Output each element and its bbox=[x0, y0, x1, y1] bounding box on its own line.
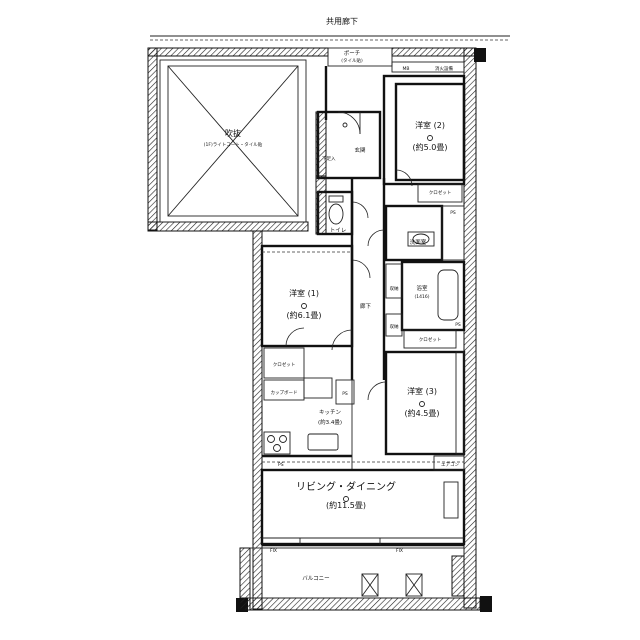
western-room-3: 洋室 (3) (約4.5畳) PS bbox=[335, 350, 466, 456]
atrium-label: 吹抜 bbox=[225, 128, 241, 138]
closet-hall-label: クロゼット bbox=[419, 336, 442, 343]
ps-label-3: PS bbox=[342, 391, 348, 397]
living-dining: リビング・ダイニング (約11.5畳) エアコン FIX FIX bbox=[260, 455, 466, 554]
outer-walls bbox=[147, 47, 492, 612]
kitchen-size: (約3.4畳) bbox=[318, 418, 342, 426]
western1-size: (約6.1畳) bbox=[287, 310, 322, 320]
corridor-label: 共用廊下 bbox=[326, 16, 358, 26]
closet1-label: クロゼット bbox=[273, 361, 296, 368]
western3-label: 洋室 (3) bbox=[407, 386, 437, 396]
porch-label: ポーチ bbox=[344, 50, 361, 57]
kitchen-area: カップボード キッチン (約3.4畳) PS bbox=[262, 377, 353, 470]
ps-label-4: PS bbox=[278, 462, 284, 468]
wash-bath: 洗面室 PS 浴室 (1416) PS bbox=[384, 204, 466, 332]
shoebox-label: 下足入 bbox=[322, 156, 336, 162]
ps-label-1: PS bbox=[450, 210, 456, 216]
entrance-label: 玄関 bbox=[354, 146, 366, 154]
kitchen-label: キッチン bbox=[319, 409, 342, 416]
cupboard-label: カップボード bbox=[271, 389, 298, 396]
washroom-label: 洗面室 bbox=[410, 238, 427, 246]
ps-label-2: PS bbox=[455, 322, 461, 328]
fix-label-1: FIX bbox=[270, 548, 277, 554]
balcony-label: バルコニー bbox=[302, 575, 329, 582]
atrium-sub-label: (1F)ライトコート・タイル貼 bbox=[204, 141, 263, 148]
bath-label: 浴室 bbox=[416, 284, 428, 292]
western1-label: 洋室 (1) bbox=[289, 288, 319, 298]
bath-size: (1416) bbox=[415, 294, 430, 300]
closet2-label: クロゼット bbox=[429, 189, 452, 196]
entrance-room: 玄関 下足入 bbox=[315, 110, 382, 180]
western-room-2: 洋室 (2) (約5.0畳) クロゼット bbox=[382, 74, 466, 203]
western2-label: 洋室 (2) bbox=[415, 120, 445, 130]
toilet-label: トイレ bbox=[330, 228, 347, 234]
storage-label-1: 収納 bbox=[390, 285, 399, 292]
fix-label-2: FIX bbox=[396, 548, 403, 554]
western-room-1: 洋室 (1) (約6.1畳) クロゼット bbox=[260, 244, 354, 379]
hallway-label: 廊下 bbox=[360, 302, 372, 310]
fire-box-label: 消火設備 bbox=[435, 65, 453, 72]
atrium: 吹抜 (1F)ライトコート・タイル貼 bbox=[159, 59, 307, 223]
western3-size: (約4.5畳) bbox=[405, 408, 440, 418]
toilet-room: トイレ bbox=[315, 175, 369, 236]
storage-label-2: 収納 bbox=[390, 323, 399, 330]
mb-label: MB bbox=[403, 66, 410, 72]
western2-size: (約5.0畳) bbox=[413, 142, 448, 152]
porch-sub-label: (タイル貼) bbox=[341, 57, 363, 64]
ldk-size: (約11.5畳) bbox=[326, 500, 366, 510]
ldk-label: リビング・ダイニング bbox=[296, 480, 396, 493]
ac-label: エアコン bbox=[441, 462, 459, 468]
balcony: バルコニー bbox=[249, 547, 465, 599]
